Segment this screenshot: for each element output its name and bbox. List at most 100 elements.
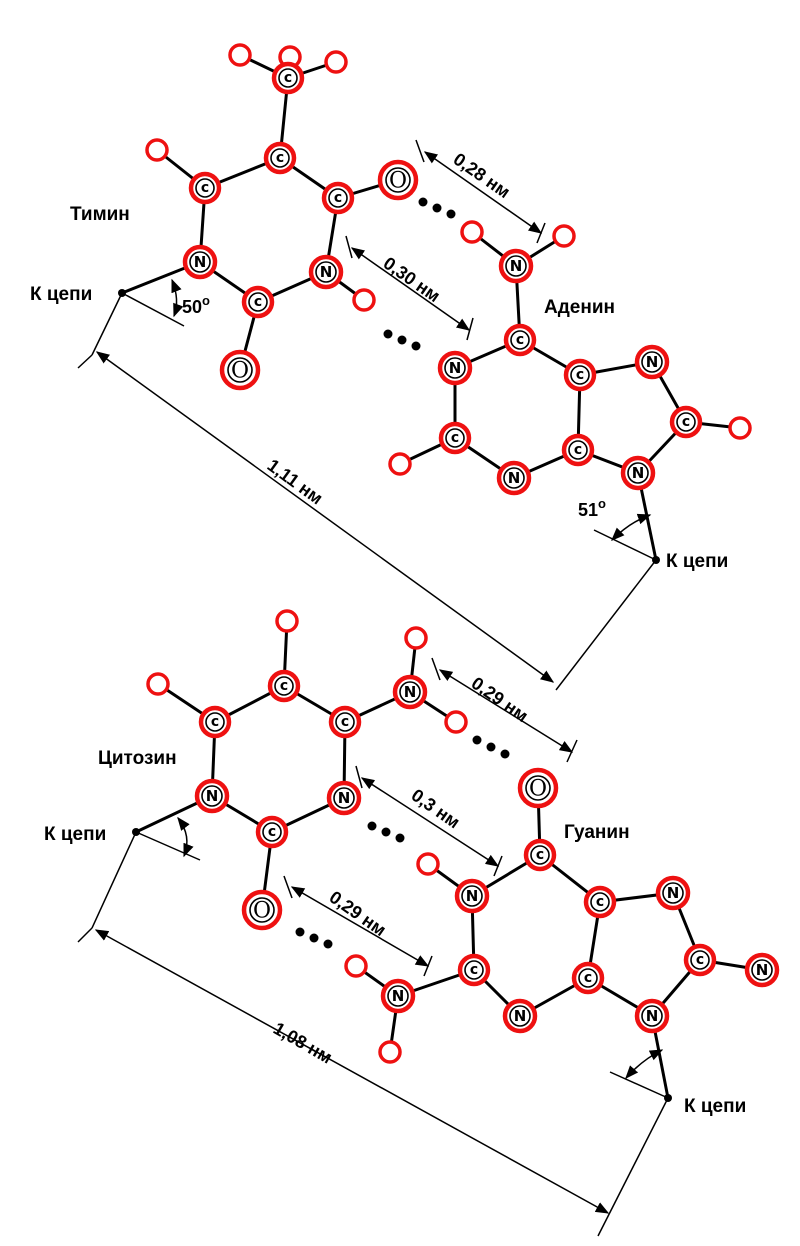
atom-nitrogen: N	[326, 780, 362, 816]
svg-text:c: c	[280, 678, 288, 694]
atom-oxygen: O	[377, 159, 419, 201]
atom-nitrogen: N	[380, 978, 416, 1014]
svg-text:O: O	[253, 899, 271, 924]
atom-carbon: c	[669, 405, 703, 439]
svg-text:c: c	[516, 332, 524, 348]
svg-text:c: c	[576, 367, 584, 383]
svg-text:c: c	[341, 714, 349, 730]
pair-thymine-adenine: c c c c N N c O O N c N c N c c c N N	[30, 43, 752, 691]
atom-carbon: c	[457, 953, 491, 987]
svg-text:O: O	[389, 169, 407, 194]
atom-nitrogen: N	[454, 878, 490, 914]
hbond-dots-2	[295, 735, 510, 949]
adenine-label: Аденин	[544, 297, 615, 318]
svg-text:c: c	[596, 894, 604, 910]
pair-cytosine-guanine: c c c N N N c O O c N c N c N c c N N N	[44, 609, 780, 1237]
atom-carbon: c	[188, 171, 222, 205]
distance-label-total-2: 1,08 нм	[270, 1018, 336, 1067]
angle-label-left-1: 50o	[182, 293, 210, 317]
svg-text:N: N	[508, 469, 521, 487]
svg-text:c: c	[268, 824, 276, 840]
atom-oxygen: O	[241, 889, 283, 931]
svg-text:c: c	[201, 180, 209, 196]
atom-oxygen: O	[219, 349, 261, 391]
atom-carbon: c	[267, 669, 301, 703]
atom-carbon: c	[328, 705, 362, 739]
atom-nitrogen: N	[634, 344, 670, 380]
svg-text:N: N	[206, 787, 219, 805]
svg-text:c: c	[334, 190, 342, 206]
distance-label-mid-1: 0,30 нм	[380, 253, 444, 306]
atom-carbon: c	[523, 838, 557, 872]
guanine-label: Гуанин	[564, 822, 630, 843]
chain-label-left-1: К цепи	[30, 284, 92, 305]
atom-nitrogen: N	[744, 952, 780, 988]
atom-nitrogen: N	[496, 460, 532, 496]
cytosine-atoms: c c c N N N c O	[146, 609, 468, 931]
distance-label-total-1: 1,11 нм	[264, 455, 327, 508]
svg-text:N: N	[514, 1007, 527, 1025]
svg-text:O: O	[231, 359, 249, 384]
adenine-bonds	[398, 230, 742, 562]
svg-text:N: N	[632, 464, 645, 482]
svg-text:N: N	[338, 789, 351, 807]
atom-carbon: c	[271, 61, 305, 95]
dimension-lines-1	[77, 139, 657, 691]
svg-text:N: N	[449, 359, 462, 377]
atom-nitrogen: N	[308, 254, 344, 290]
guanine-bonds	[354, 786, 764, 1100]
atom-nitrogen: N	[194, 778, 230, 814]
svg-text:N: N	[646, 1007, 659, 1025]
cytosine-bonds	[134, 619, 458, 912]
atom-nitrogen: N	[620, 455, 656, 491]
distance-label-top-2: 0,29 нм	[468, 673, 532, 726]
dimension-lines-2	[77, 657, 669, 1237]
svg-text:O: O	[529, 777, 547, 802]
guanine-atoms: O c N c N c N c c N N N	[344, 767, 780, 1064]
atom-nitrogen: N	[437, 350, 473, 386]
svg-text:c: c	[276, 150, 284, 166]
svg-text:N: N	[320, 263, 333, 281]
svg-text:c: c	[682, 414, 690, 430]
distance-label-bottom-2: 0,29 нм	[326, 887, 390, 940]
svg-text:N: N	[466, 887, 479, 905]
svg-text:c: c	[584, 970, 592, 986]
svg-text:c: c	[284, 70, 292, 86]
svg-text:c: c	[470, 962, 478, 978]
svg-text:c: c	[211, 714, 219, 730]
atom-nitrogen: N	[498, 248, 534, 284]
atom-carbon: c	[503, 323, 537, 357]
atom-nitrogen: N	[392, 674, 428, 710]
adenine-atoms: N c N c N c c c N N	[388, 220, 752, 496]
chain-point	[118, 289, 126, 297]
atom-carbon: c	[561, 433, 595, 467]
svg-text:N: N	[404, 683, 417, 701]
atom-nitrogen: N	[502, 998, 538, 1034]
thymine-bonds	[120, 53, 400, 372]
svg-text:c: c	[451, 430, 459, 446]
svg-text:N: N	[756, 961, 769, 979]
atom-carbon: c	[583, 885, 617, 919]
svg-text:N: N	[646, 353, 659, 371]
atom-nitrogen: N	[182, 244, 218, 280]
atom-carbon: c	[683, 943, 717, 977]
svg-text:N: N	[510, 257, 523, 275]
svg-text:c: c	[536, 847, 544, 863]
svg-text:c: c	[696, 952, 704, 968]
thymine-label: Тимин	[70, 204, 130, 225]
atom-carbon: c	[255, 815, 289, 849]
atom-carbon: c	[198, 705, 232, 739]
chain-label-right-2: К цепи	[684, 1096, 746, 1117]
atom-oxygen: O	[517, 767, 559, 809]
chain-label-right-1: К цепи	[666, 551, 728, 572]
svg-text:N: N	[194, 253, 207, 271]
chain-point	[652, 556, 660, 564]
atom-carbon: c	[571, 961, 605, 995]
chain-label-left-2: К цепи	[44, 824, 106, 845]
atom-carbon: c	[241, 285, 275, 319]
cytosine-label: Цитозин	[98, 748, 177, 769]
atom-carbon: c	[321, 181, 355, 215]
svg-text:c: c	[254, 294, 262, 310]
chain-point	[664, 1094, 672, 1102]
